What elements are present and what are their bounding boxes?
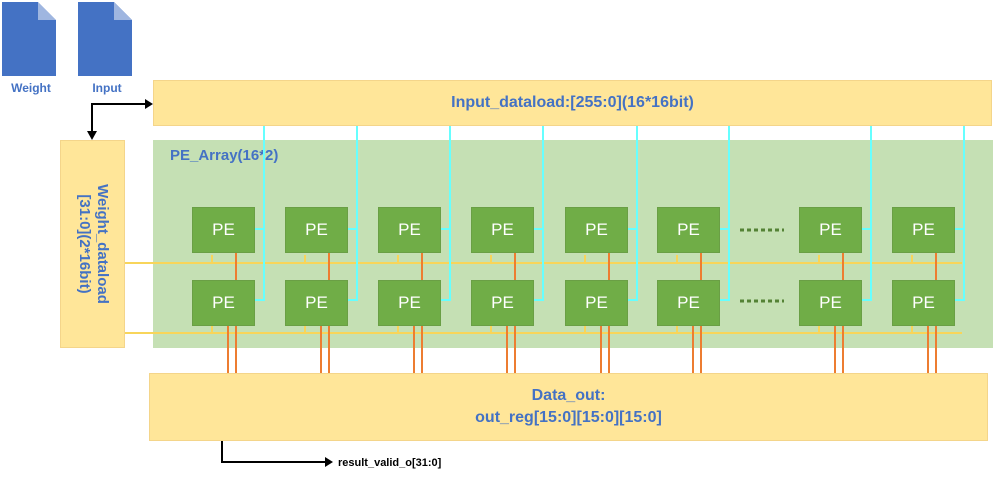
input-dataload-label: Input_dataload:[255:0](16*16bit) bbox=[451, 94, 694, 111]
document-icon bbox=[78, 2, 132, 76]
input-wire bbox=[534, 126, 544, 301]
pe-cell: PE bbox=[192, 280, 255, 326]
input-wire bbox=[255, 126, 265, 301]
input-dataload-block: Input_dataload:[255:0](16*16bit) bbox=[153, 80, 992, 126]
pe-cell: PE bbox=[657, 280, 720, 326]
input-arrowhead bbox=[145, 99, 153, 109]
weight-dataload-block: Weight_dataload [31:0](2*16bit) bbox=[60, 140, 125, 348]
result-valid-label: result_valid_o[31:0] bbox=[338, 457, 442, 469]
weight-file[interactable] bbox=[0, 0, 62, 78]
input-file-label: Input bbox=[92, 81, 122, 95]
pe-cell: PE bbox=[285, 207, 348, 253]
pe-array-title: PE_Array(16*2) bbox=[170, 147, 279, 164]
pe-cell: PE bbox=[657, 207, 720, 253]
input-wire bbox=[720, 126, 730, 301]
data-out-label-line1: Data_out: bbox=[531, 387, 606, 404]
document-icon bbox=[2, 2, 56, 76]
data-out-block: Data_out: out_reg[15:0][15:0][15:0] bbox=[149, 373, 988, 441]
pe-cell: PE bbox=[471, 207, 534, 253]
pe-cell: PE bbox=[799, 280, 862, 326]
input-wire bbox=[441, 126, 451, 301]
input-file-arrow bbox=[91, 103, 147, 132]
pe-cell: PE bbox=[378, 280, 441, 326]
data-out-label-line2: out_reg[15:0][15:0][15:0] bbox=[475, 409, 662, 426]
input-wire bbox=[862, 126, 872, 301]
pe-cell: PE bbox=[892, 280, 955, 326]
weight-file-label: Weight bbox=[11, 81, 51, 95]
pe-cell: PE bbox=[799, 207, 862, 253]
result-valid-arrow bbox=[221, 441, 326, 463]
pe-cell: PE bbox=[192, 207, 255, 253]
input-wire bbox=[628, 126, 638, 301]
pe-cell: PE bbox=[378, 207, 441, 253]
weight-arrowhead bbox=[87, 131, 97, 140]
input-file[interactable] bbox=[76, 0, 138, 78]
pe-cell: PE bbox=[285, 280, 348, 326]
input-wire bbox=[955, 126, 965, 301]
pe-cell: PE bbox=[565, 280, 628, 326]
pe-cell: PE bbox=[892, 207, 955, 253]
input-wire bbox=[348, 126, 358, 301]
pe-cell: PE bbox=[565, 207, 628, 253]
result-valid-arrowhead bbox=[325, 457, 333, 467]
pe-cell: PE bbox=[471, 280, 534, 326]
